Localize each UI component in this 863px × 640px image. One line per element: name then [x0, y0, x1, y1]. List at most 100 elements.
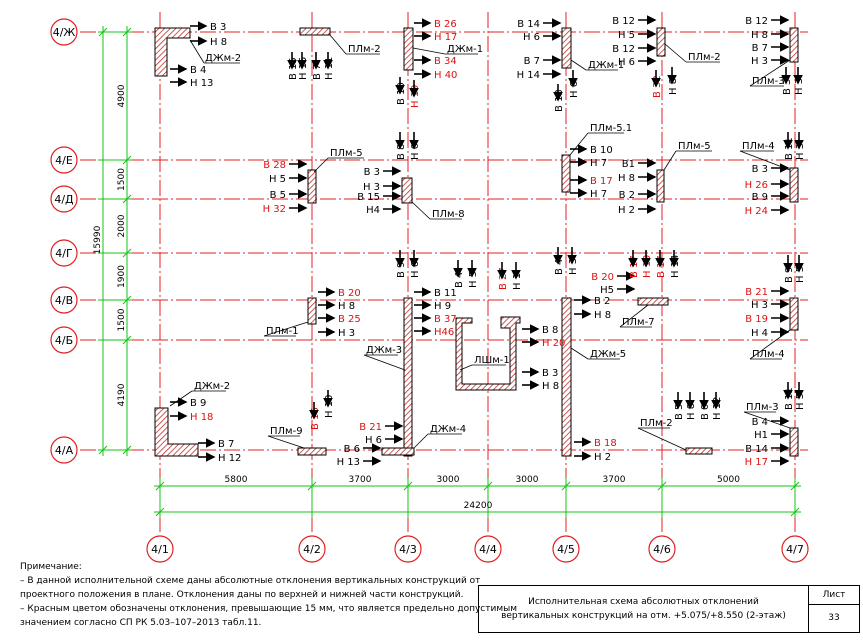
wall-zhm4 [381, 447, 415, 456]
dim-tick [122, 248, 132, 258]
deviation-label: Н 6 [569, 81, 580, 98]
element-label: ДЖм-2 [205, 53, 241, 64]
deviation-label: Н 3 [568, 258, 579, 275]
element-label: ДЖм-3 [366, 345, 402, 356]
dim-tick [122, 155, 132, 165]
dim-tick [307, 481, 317, 491]
deviation-label: Н 8 [594, 310, 611, 321]
deviation-label: Н 5 [618, 30, 635, 41]
deviation-label: Н 7 [590, 189, 607, 200]
deviation-label: Н 13 [190, 78, 213, 89]
dim-value: 4900 [117, 84, 127, 107]
dim-tick [122, 335, 132, 345]
dim-tick [561, 481, 571, 491]
wall-zhm1-b [561, 27, 572, 69]
dim-tick [155, 507, 165, 517]
axis-bubble-row [50, 436, 78, 464]
note-line: – Красным цветом обозначены отклонения, … [20, 604, 518, 614]
deviation-label: В 12 [745, 16, 768, 27]
deviation-label: В 8 [396, 144, 407, 160]
deviation-label: В 0 [700, 404, 711, 420]
wall-plm2-b [656, 27, 666, 57]
axis-bubble-row [50, 146, 78, 174]
axis-label-row: 4/Д [54, 193, 74, 206]
deviation-label: Н 9 [434, 301, 451, 312]
deviation-label: В 4 [454, 272, 465, 288]
wall-zhm3 [403, 297, 413, 457]
element-label: ПЛм-3 [752, 76, 785, 87]
wall-zhm2-top [154, 27, 191, 77]
deviation-label: В 20 [338, 288, 361, 299]
deviation-label: Н4 [366, 205, 380, 216]
wall-plm7 [637, 297, 669, 306]
deviation-label: В 9 [190, 398, 206, 409]
label-leader [329, 34, 347, 55]
note-block: Примечание: – В данной исполнительной сх… [20, 560, 518, 630]
label-leader [619, 304, 649, 328]
label-leader [570, 59, 587, 71]
deviation-label: В 4 [554, 259, 565, 275]
wall-plm9 [297, 447, 327, 456]
deviation-label: В 7 [752, 43, 768, 54]
deviation-label: Н 5 [795, 266, 806, 283]
note-line: проектного положения в плане. Отклонения… [20, 590, 464, 600]
dim-value: 2000 [117, 214, 127, 237]
axis-label-row: 4/А [55, 444, 74, 457]
element-label: ПЛм-2 [348, 44, 381, 55]
deviation-label: Н 15 [298, 57, 309, 80]
axis-label-row: 4/Г [55, 247, 73, 260]
deviation-label: В 7 [524, 56, 540, 67]
deviation-label: Н 1 [512, 273, 523, 290]
deviation-label: В 4 [752, 417, 768, 428]
element-label: ПЛм-1 [266, 326, 299, 337]
deviation-label: В 18 [594, 438, 617, 449]
deviation-label: В 7 [218, 439, 234, 450]
axis-label-row: 4/Е [55, 154, 73, 167]
element-label: ПЛм-5 [330, 148, 363, 159]
deviation-label: В 2 [594, 296, 610, 307]
deviation-label: Н 8 [686, 403, 697, 420]
element-label: ПЛм-8 [432, 209, 465, 220]
label-leader [569, 132, 589, 156]
deviation-label: Н 3 [795, 143, 806, 160]
deviation-label: Н 18 [190, 412, 213, 423]
deviation-label: Н 8 [542, 381, 559, 392]
axis-bubble-col [552, 535, 580, 563]
element-label: ДЖм-2 [194, 381, 230, 392]
deviation-label: Н 4 [751, 328, 768, 339]
dim-tick [122, 27, 132, 37]
deviation-label: В 10 [396, 82, 407, 105]
axis-bubble-col [298, 535, 326, 563]
dim-tick [98, 445, 108, 455]
dim-value: 1900 [117, 265, 127, 288]
wall-zhm5 [561, 297, 572, 457]
note-line: – В данной исполнительной схеме даны абс… [20, 576, 481, 586]
deviation-label: Н 6 [523, 32, 540, 43]
dim-value: 4190 [117, 383, 127, 406]
wall-plm2-a [299, 27, 331, 36]
wall-lshm1 [455, 316, 521, 391]
wall-plm3-a [789, 27, 799, 63]
note-heading: Примечание: [20, 562, 82, 572]
axis-label-col: 4/5 [557, 543, 575, 556]
deviation-label: Н 5 [795, 393, 806, 410]
dim-value-total: 15990 [93, 225, 103, 254]
deviation-label: Н 7 [590, 158, 607, 169]
deviation-label: В 3 [542, 368, 558, 379]
deviation-label: Н 19 [642, 255, 653, 278]
deviation-label: Н 6 [365, 435, 382, 446]
deviation-label: В 2 [619, 190, 635, 201]
deviation-label: В 19 [745, 314, 768, 325]
deviation-label: В 17 [629, 255, 640, 278]
axis-bubble-row [50, 286, 78, 314]
deviation-label: Н 3 [363, 182, 380, 193]
deviation-label: В 14 [517, 19, 540, 30]
label-leader [263, 321, 309, 337]
deviation-label: В 16 [310, 407, 321, 430]
label-leader [169, 390, 193, 407]
axis-bubble-col [781, 535, 809, 563]
label-leader [739, 150, 791, 171]
dim-value: 5800 [225, 475, 248, 485]
